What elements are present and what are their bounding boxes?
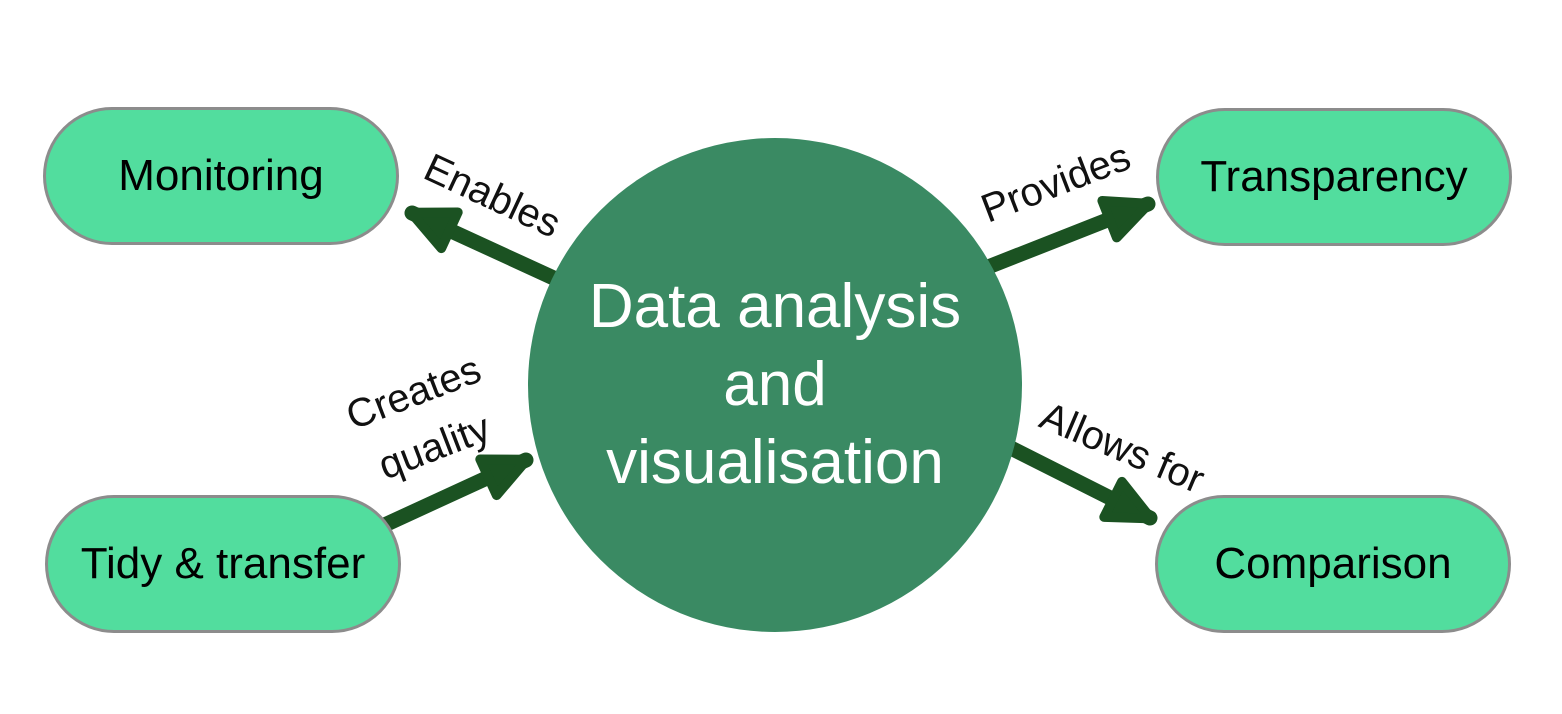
arrow-allows-for [987, 432, 1158, 526]
center-label-line-3: visualisation [606, 428, 944, 497]
node-comparison-label: Comparison [1214, 539, 1452, 588]
center-label-line-2: and [723, 350, 827, 419]
node-monitoring-label: Monitoring [118, 151, 324, 200]
node-tidy-transfer: Tidy & transfer [45, 495, 401, 633]
node-monitoring: Monitoring [43, 107, 399, 245]
node-tidy-transfer-label: Tidy & transfer [80, 539, 366, 588]
center-node-label: Data analysis and visualisation [589, 268, 961, 502]
node-transparency-label: Transparency [1200, 152, 1468, 201]
center-label-line-1: Data analysis [588, 272, 962, 341]
node-comparison: Comparison [1155, 495, 1511, 633]
node-transparency: Transparency [1156, 108, 1512, 246]
center-node: Data analysis and visualisation [528, 138, 1022, 632]
arrow-creates-quality [370, 452, 534, 536]
